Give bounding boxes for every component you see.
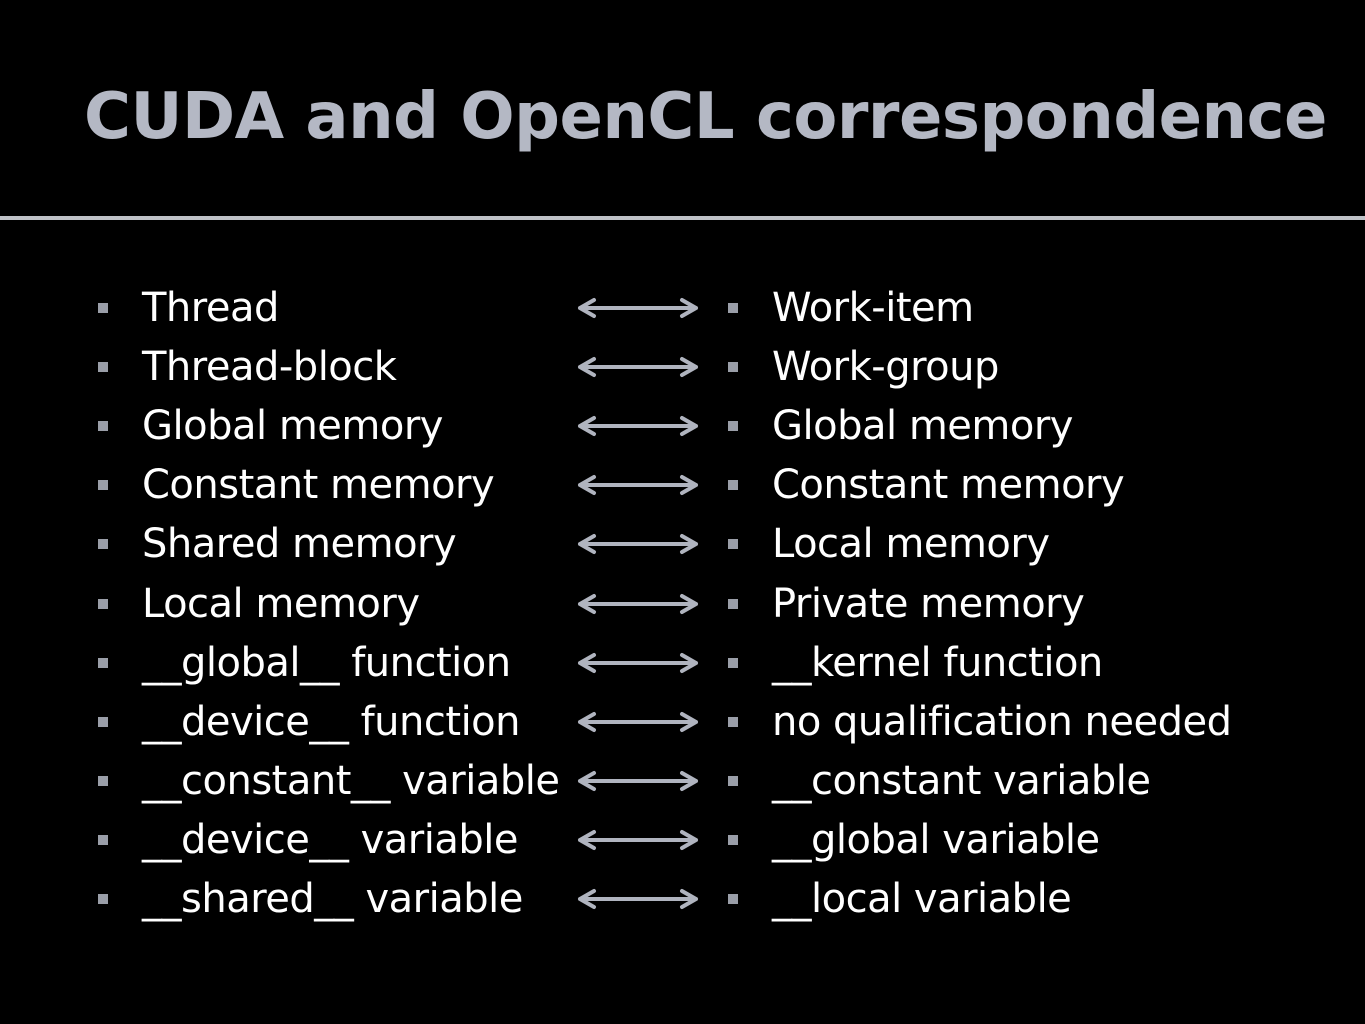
- square-bullet-icon: [98, 894, 108, 905]
- arrow-row: [576, 396, 702, 455]
- square-bullet-icon: [728, 657, 738, 668]
- square-bullet-icon: [98, 716, 108, 727]
- double-headed-arrow-icon: [578, 475, 698, 496]
- square-bullet-icon: [728, 894, 738, 905]
- list-item: __device__ variable: [98, 811, 598, 870]
- slide-title: CUDA and OpenCL correspondence: [84, 80, 1327, 154]
- cuda-term: Constant memory: [142, 462, 495, 509]
- double-headed-arrow-icon: [578, 534, 698, 555]
- list-item: Thread-block: [98, 337, 598, 396]
- list-item: Shared memory: [98, 515, 598, 574]
- opencl-term: Work-item: [772, 284, 974, 331]
- opencl-term: __local variable: [772, 876, 1072, 923]
- list-item: Global memory: [98, 396, 598, 455]
- square-bullet-icon: [728, 361, 738, 372]
- square-bullet-icon: [98, 420, 108, 431]
- list-item: __global__ function: [98, 633, 598, 692]
- opencl-term: Private memory: [772, 580, 1085, 627]
- cuda-term: Thread-block: [142, 343, 397, 390]
- double-headed-arrow-icon: [578, 297, 698, 318]
- cuda-term: __device__ variable: [142, 817, 518, 864]
- arrow-row: [576, 811, 702, 870]
- list-item: __device__ function: [98, 692, 598, 751]
- double-headed-arrow-icon: [578, 593, 698, 614]
- square-bullet-icon: [98, 302, 108, 313]
- opencl-term-list: Work-item Work-group Global memory Const…: [728, 278, 1348, 929]
- square-bullet-icon: [98, 480, 108, 491]
- cuda-term: Thread: [142, 284, 279, 331]
- double-headed-arrow-icon: [578, 356, 698, 377]
- arrow-row: [576, 870, 702, 929]
- title-divider: [0, 216, 1365, 220]
- square-bullet-icon: [98, 776, 108, 787]
- list-item: Constant memory: [728, 456, 1348, 515]
- arrow-row: [576, 515, 702, 574]
- cuda-term: __constant__ variable: [142, 758, 560, 805]
- cuda-term: __global__ function: [142, 639, 511, 686]
- square-bullet-icon: [98, 598, 108, 609]
- opencl-term: Local memory: [772, 521, 1050, 568]
- list-item: Private memory: [728, 574, 1348, 633]
- list-item: Constant memory: [98, 456, 598, 515]
- square-bullet-icon: [728, 480, 738, 491]
- title-band: CUDA and OpenCL correspondence: [0, 0, 1365, 214]
- list-item: __kernel function: [728, 633, 1348, 692]
- double-headed-arrow-icon: [578, 711, 698, 732]
- opencl-term: Global memory: [772, 402, 1073, 449]
- list-item: Work-group: [728, 337, 1348, 396]
- list-item: Local memory: [98, 574, 598, 633]
- list-item: __constant__ variable: [98, 752, 598, 811]
- square-bullet-icon: [98, 835, 108, 846]
- list-item: __local variable: [728, 870, 1348, 929]
- list-item: __shared__ variable: [98, 870, 598, 929]
- list-item: __constant variable: [728, 752, 1348, 811]
- cuda-term: Local memory: [142, 580, 420, 627]
- square-bullet-icon: [728, 716, 738, 727]
- square-bullet-icon: [98, 539, 108, 550]
- list-item: Global memory: [728, 396, 1348, 455]
- square-bullet-icon: [728, 776, 738, 787]
- list-item: no qualification needed: [728, 692, 1348, 751]
- opencl-term: __global variable: [772, 817, 1100, 864]
- opencl-term: __kernel function: [772, 639, 1103, 686]
- square-bullet-icon: [728, 420, 738, 431]
- cuda-term-list: Thread Thread-block Global memory Consta…: [98, 278, 598, 929]
- list-item: __global variable: [728, 811, 1348, 870]
- opencl-term: Work-group: [772, 343, 999, 390]
- square-bullet-icon: [98, 361, 108, 372]
- arrow-row: [576, 752, 702, 811]
- double-headed-arrow-icon: [578, 771, 698, 792]
- double-headed-arrow-icon: [578, 652, 698, 673]
- double-headed-arrow-icon: [578, 889, 698, 910]
- arrow-row: [576, 456, 702, 515]
- arrow-row: [576, 337, 702, 396]
- page-number: 28/73: [1258, 984, 1310, 1005]
- list-item: Thread: [98, 278, 598, 337]
- square-bullet-icon: [728, 539, 738, 550]
- arrow-row: [576, 278, 702, 337]
- cuda-term: __device__ function: [142, 698, 521, 745]
- correspondence-arrows: [576, 278, 702, 929]
- arrow-row: [576, 692, 702, 751]
- opencl-term: Constant memory: [772, 462, 1125, 509]
- double-headed-arrow-icon: [578, 415, 698, 436]
- arrow-row: [576, 633, 702, 692]
- square-bullet-icon: [728, 835, 738, 846]
- opencl-term: no qualification needed: [772, 698, 1232, 745]
- arrow-row: [576, 574, 702, 633]
- cuda-term: Global memory: [142, 402, 443, 449]
- opencl-term: __constant variable: [772, 758, 1151, 805]
- double-headed-arrow-icon: [578, 830, 698, 851]
- cuda-term: Shared memory: [142, 521, 457, 568]
- list-item: Local memory: [728, 515, 1348, 574]
- square-bullet-icon: [728, 598, 738, 609]
- square-bullet-icon: [98, 657, 108, 668]
- cuda-term: __shared__ variable: [142, 876, 523, 923]
- square-bullet-icon: [728, 302, 738, 313]
- list-item: Work-item: [728, 278, 1348, 337]
